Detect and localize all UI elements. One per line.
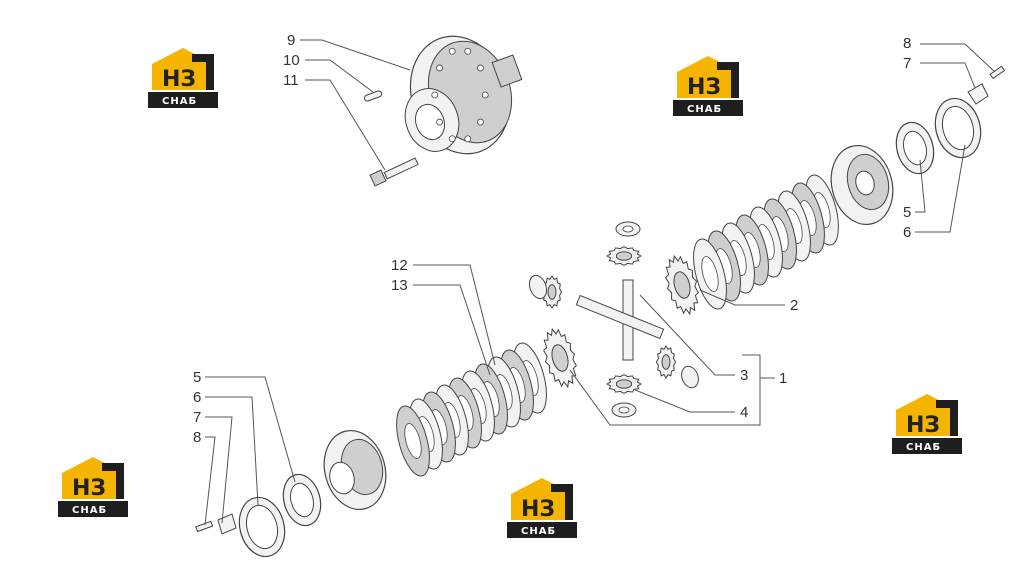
leader-6r <box>915 144 966 233</box>
pin-part-10 <box>363 90 383 102</box>
lock-tab-part-7-right <box>967 83 989 105</box>
cross-shaft-part-3 <box>575 279 665 361</box>
bearing-part-5-left <box>282 473 322 527</box>
bolt-part-8-right <box>989 65 1006 80</box>
leader-3 <box>639 294 735 376</box>
callout-8-right: 8 <box>903 35 911 52</box>
ring-nut-part-6-left <box>238 496 286 558</box>
pinion-bottom <box>605 374 643 394</box>
callout-4: 4 <box>740 404 748 421</box>
bolt-part-11 <box>369 157 419 187</box>
bolt-part-8-left <box>195 520 214 533</box>
logo-right: НЗ СНАБ <box>892 394 962 454</box>
logo-main-text: НЗ <box>906 413 940 438</box>
callout-7-left: 7 <box>193 409 201 426</box>
side-gear-right <box>665 254 699 316</box>
callout-3: 3 <box>740 367 748 384</box>
parts-layer <box>195 35 1006 558</box>
callout-5-right: 5 <box>903 204 911 221</box>
washer-top <box>615 221 641 237</box>
leader-4a <box>634 389 735 413</box>
logo-sub-text: СНАБ <box>72 505 107 516</box>
differential-housing-part-9 <box>404 35 523 155</box>
callout-7-right: 7 <box>903 55 911 72</box>
callout-5-left: 5 <box>193 369 201 386</box>
housing-half-left <box>323 429 387 511</box>
side-gear-left <box>543 327 577 389</box>
logo-bottom-left: НЗ СНАБ <box>58 457 128 517</box>
bearing-part-5-right <box>895 121 935 175</box>
callout-9: 9 <box>287 32 295 49</box>
leader-11 <box>305 79 386 171</box>
washer-bottom-part-4 <box>611 402 637 418</box>
callout-2: 2 <box>790 297 798 314</box>
logo-top-left: НЗ СНАБ <box>148 48 218 108</box>
ring-nut-part-6-right <box>934 97 982 159</box>
callout-1: 1 <box>779 370 787 387</box>
leader-9 <box>300 39 411 71</box>
callout-11: 11 <box>283 72 299 89</box>
logo-main-text: НЗ <box>162 67 196 92</box>
callout-6-right: 6 <box>903 224 911 241</box>
logo-sub-text: СНАБ <box>162 96 197 107</box>
leader-1-bracket <box>742 354 761 426</box>
logo-main-text: НЗ <box>521 497 555 522</box>
callout-8-left: 8 <box>193 429 201 446</box>
logo-sub-text: СНАБ <box>521 526 556 537</box>
callout-10: 10 <box>283 52 300 69</box>
leader-8l <box>204 436 216 526</box>
pinion-left <box>541 275 563 309</box>
leader-4b <box>569 369 742 426</box>
leader-13 <box>413 284 491 376</box>
leader-2 <box>699 289 785 306</box>
clutch-pack-part-2 <box>693 174 839 310</box>
leader-10 <box>305 59 374 93</box>
logo-sub-text: СНАБ <box>687 104 722 115</box>
leader-12 <box>413 264 496 366</box>
lock-tab-part-7-left <box>217 513 237 535</box>
leader-5l <box>205 376 296 483</box>
logo-main-text: НЗ <box>687 75 721 100</box>
leader-6l <box>205 396 259 506</box>
pinion-top <box>605 246 643 266</box>
logo-bottom-center: НЗ СНАБ <box>507 478 577 538</box>
logo-sub-text: СНАБ <box>906 442 941 453</box>
callout-12: 12 <box>391 257 408 274</box>
leader-8r <box>920 43 996 73</box>
callout-13: 13 <box>391 277 408 294</box>
callout-labels: 9 10 11 8 7 5 6 2 12 13 3 1 4 5 6 7 8 <box>193 32 911 446</box>
leader-7l <box>205 416 233 524</box>
leader-7r <box>920 62 976 89</box>
pinion-right <box>655 345 677 379</box>
leader-5r <box>915 159 926 213</box>
clutch-pack-parts-12-13 <box>396 342 547 477</box>
logo-main-text: НЗ <box>72 476 106 501</box>
leader-lines <box>204 39 996 526</box>
washer-right <box>681 365 699 389</box>
washer-left <box>528 274 548 300</box>
housing-half-right <box>830 144 894 226</box>
logo-top-center: НЗ СНАБ <box>673 56 743 116</box>
callout-6-left: 6 <box>193 389 201 406</box>
